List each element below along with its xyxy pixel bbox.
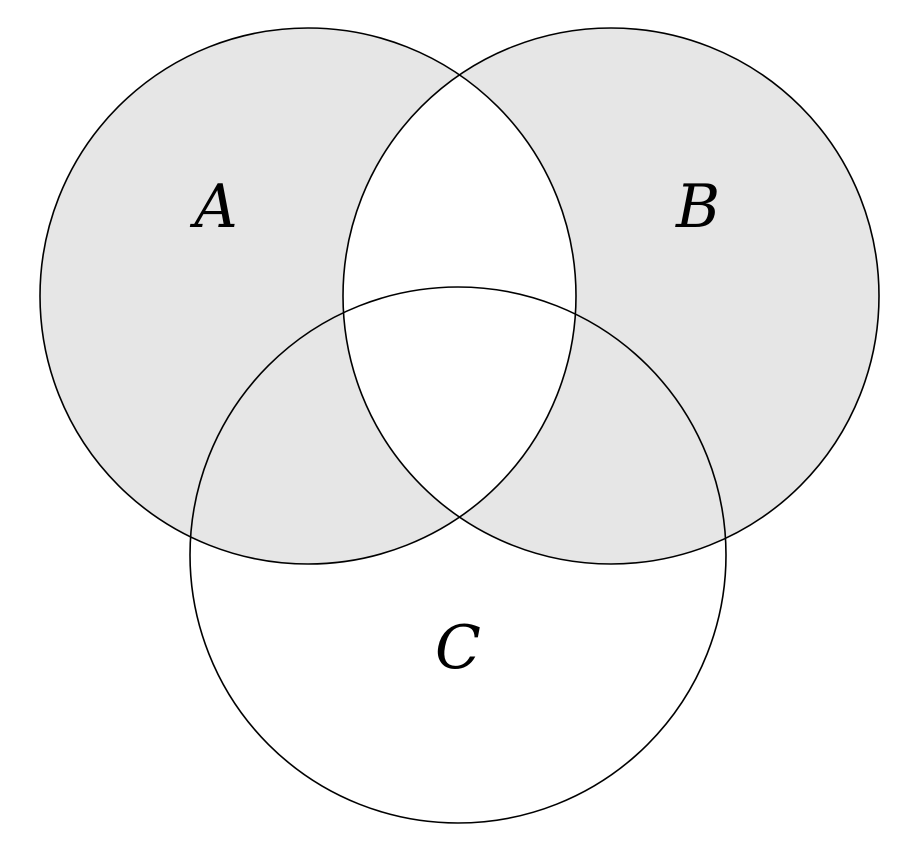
set-label-c: C bbox=[435, 613, 481, 683]
set-label-b: B bbox=[675, 172, 720, 242]
circle-b-outline bbox=[342, 27, 880, 565]
circle-c-outline bbox=[189, 286, 727, 824]
set-label-a: A bbox=[189, 172, 237, 242]
circle-a-outline bbox=[39, 27, 577, 565]
shaded-region-a-xor-b bbox=[39, 27, 879, 565]
